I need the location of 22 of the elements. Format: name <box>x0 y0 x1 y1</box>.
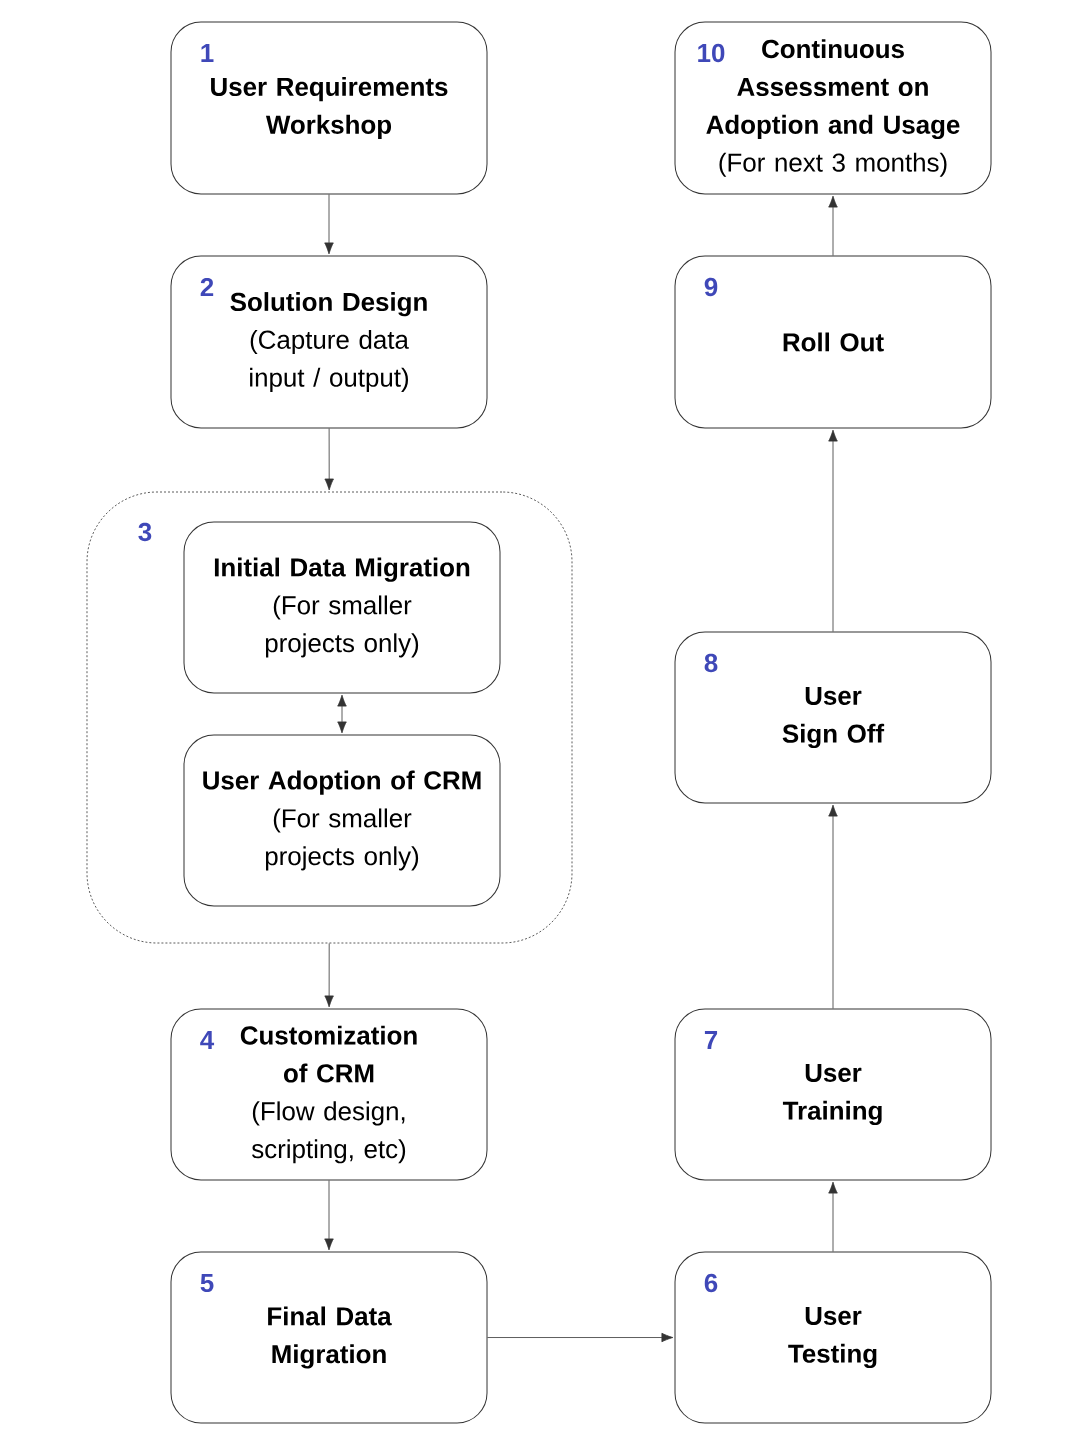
arrow <box>324 1180 334 1251</box>
arrow <box>487 1332 674 1343</box>
process-box: User Adoption of CRM (For smaller projects only) <box>183 734 501 907</box>
arrow <box>828 1181 838 1252</box>
step-number: 10 <box>698 43 725 63</box>
step-number: 7 <box>704 1031 718 1049</box>
step-number: 5 <box>200 1273 214 1293</box>
step-number: 6 <box>704 1273 718 1293</box>
step-number: 2 <box>200 277 214 297</box>
process-box: Initial Data Migration (For smaller projects only) <box>183 521 501 694</box>
arrow <box>337 694 347 734</box>
step-number: 4 <box>200 1031 215 1049</box>
step-number: 1 <box>201 44 214 62</box>
arrow <box>324 943 334 1008</box>
arrow <box>828 429 838 632</box>
arrow <box>828 804 838 1009</box>
arrow <box>324 194 334 255</box>
step-number: 9 <box>704 277 718 297</box>
step-number: 3 <box>138 522 152 542</box>
arrow <box>828 195 838 256</box>
arrow <box>324 428 334 491</box>
step-number: 8 <box>704 653 718 673</box>
